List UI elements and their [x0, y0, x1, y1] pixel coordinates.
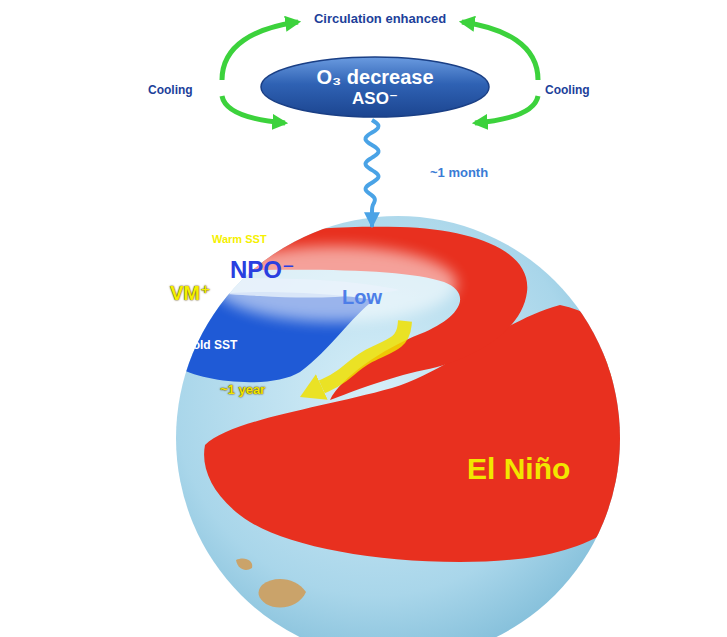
wavy-arrow: [365, 120, 378, 227]
propagation-arrow: [322, 321, 405, 387]
edge-label: ~1 month: [430, 166, 488, 181]
sst-region: Warm SST: [180, 228, 520, 252]
process-label: Cooling: [545, 84, 590, 98]
sst-region: Cold SST: [178, 336, 273, 356]
circulation-arrow: [475, 96, 538, 123]
node-title: NPO⁻: [230, 256, 295, 284]
land: [259, 579, 306, 607]
node-subtitle: ASO⁻: [352, 89, 398, 109]
node-title: El Niño: [467, 452, 570, 487]
process-label: Circulation enhanced: [314, 12, 446, 27]
land: [236, 558, 252, 570]
node-title: Warm SST: [212, 233, 267, 246]
ozone-ellipse-shape: [261, 57, 489, 117]
low-pressure-glow: [213, 246, 457, 322]
node-title: O₃ decrease: [316, 66, 433, 89]
ozone-ellipse: O₃ decreaseASO⁻: [260, 56, 490, 118]
mode-label: VM⁺: [170, 282, 211, 305]
node-title: Cold SST: [184, 339, 237, 353]
node-subtitle: Low: [342, 286, 382, 309]
edge-label: ~1 year: [220, 383, 265, 398]
process-label: Cooling: [148, 84, 193, 98]
sst-region: El Niño: [205, 398, 625, 558]
pressure-anomaly: NPO⁻ Low: [215, 254, 420, 320]
